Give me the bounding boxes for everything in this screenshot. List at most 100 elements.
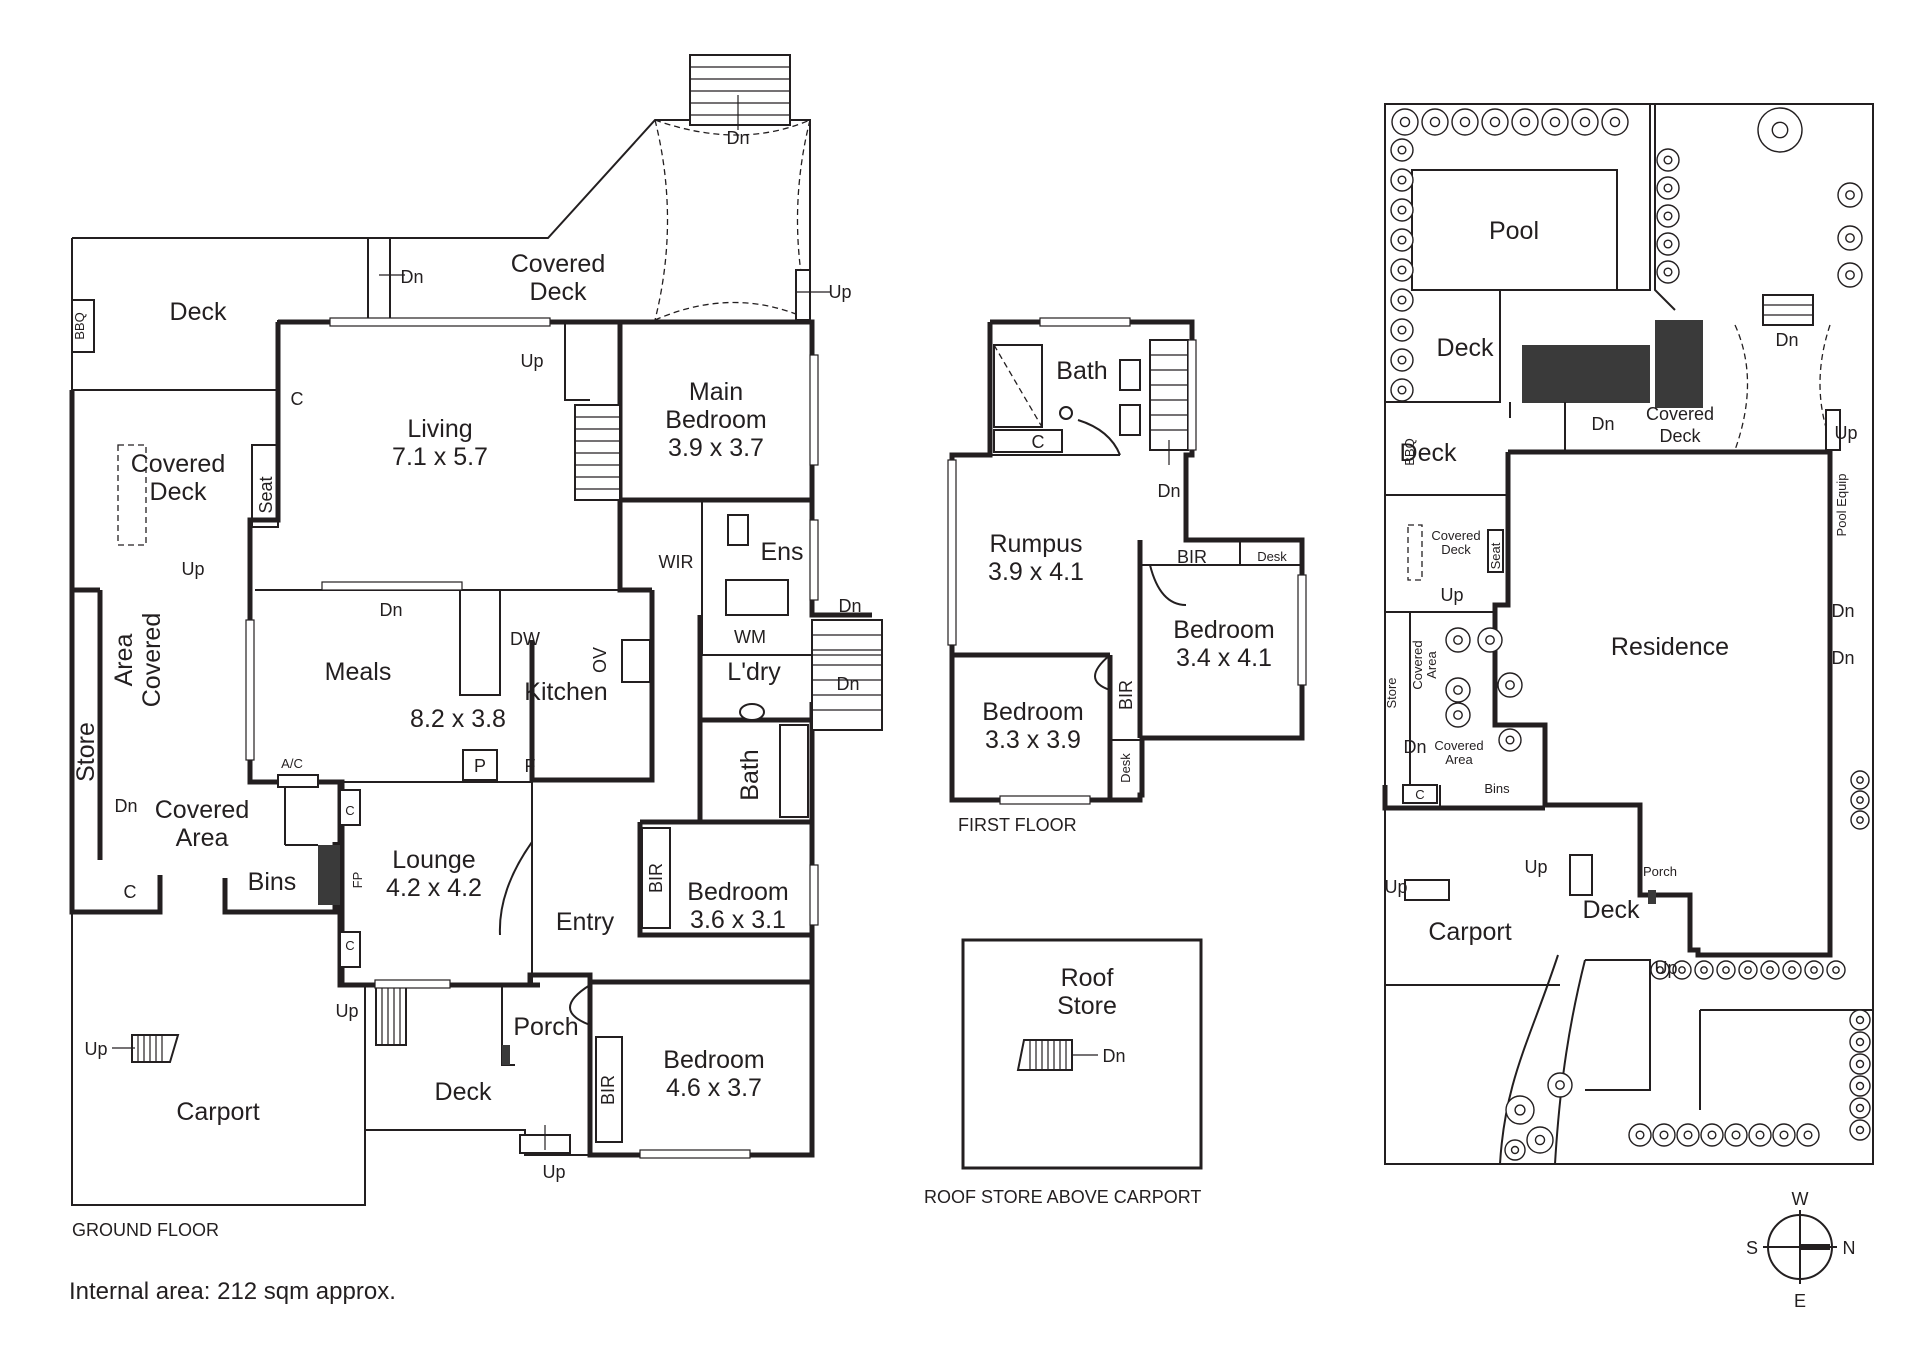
tree-icon-center [1707,1130,1717,1140]
site-covered-area-small-2-l2: Area [1445,752,1473,767]
tree-icon-center [1810,966,1818,974]
site-deck-3: Deck [1583,896,1640,924]
site-covered-area-small-l2: Area [1424,651,1439,679]
covered-deck-left-l2: Deck [150,478,207,506]
bins-label: Bins [248,868,297,896]
ff-desk-side-label: Desk [1118,753,1133,783]
tree-icon-center [1397,205,1407,215]
tree-icon-center [1855,1037,1865,1047]
svg-text:Deck: Deck [530,278,587,306]
bath-label: Bath [736,749,764,800]
dn-cov-area-label: Dn [114,796,137,816]
roof-store-dn: Dn [1102,1046,1125,1066]
tree-icon-center [1609,116,1621,128]
site-covered-deck-small-l1: Covered [1431,528,1480,543]
site-up-carport: Up [1384,877,1407,897]
tree-icon-center [1755,1130,1765,1140]
site-covered-area-small-l1: Covered [1410,640,1425,689]
tree-icon-center [1555,1080,1565,1090]
entry-label: Entry [556,908,615,936]
wm-label: WM [734,627,766,647]
site-up-right: Up [1834,423,1857,443]
laundry-label: L'dry [727,658,781,686]
site-seat: Seat [1488,542,1503,569]
site-dn-top: Dn [1775,330,1798,350]
tree-icon-center [1397,295,1407,305]
tree-icon-center [1514,1104,1526,1116]
up-bottom-label: Up [542,1162,565,1182]
tree-icon-center [1678,966,1686,974]
lounge-label: Lounge [392,846,475,874]
c-lounge-bottom-label: C [345,938,354,953]
roof-store-plan: Roof Store Dn ROOF STORE ABOVE CARPORT [924,938,1203,1207]
tree-icon-center [1803,1130,1813,1140]
tree-icon-center [1399,116,1411,128]
main-bedroom-l1: Main [689,378,743,406]
tree-icon-center [1485,635,1495,645]
ground-floor-labels: Deck BBQ Covered Deck Covered Deck Seat … [72,128,862,1240]
ground-floor-plan [69,54,883,1206]
compass-w: W [1792,1189,1809,1209]
tree-icon-center [1663,239,1673,249]
tree-icon-center [1845,270,1855,280]
meals-label: Meals [325,658,392,686]
tree-icon-center [1635,1130,1645,1140]
covered-area-left-l1: Covered [138,613,166,708]
covered-deck-top-l1: Covered [511,250,606,278]
compass-n: N [1843,1238,1856,1258]
bedroom-b-label: Bedroom [982,698,1083,726]
carport-label: Carport [176,1098,259,1126]
lounge-dims: 4.2 x 4.2 [386,874,482,902]
tree-icon-center [1744,966,1752,974]
ff-dn-label: Dn [1157,481,1180,501]
site-dn-r1: Dn [1831,601,1854,621]
up-living-label: Up [520,351,543,371]
covered-area-bottom-l2: Area [176,824,229,852]
tree-icon-center [1519,116,1531,128]
site-covered-deck-small-l2: Deck [1441,542,1471,557]
ff-c-label: C [1032,432,1045,452]
site-up-bottom: Up [1654,958,1677,978]
tree-icon-center [1505,680,1515,690]
bbq-label: BBQ [72,312,87,339]
tree-icon-center [1855,1015,1865,1025]
site-residence: Residence [1611,633,1729,661]
tree-icon-center [1549,116,1561,128]
up-deck-s-label: Up [335,1001,358,1021]
tree-icon-center [1510,1145,1520,1155]
tree-icon-center [1397,325,1407,335]
site-deck-2-label: Deck [1400,439,1457,467]
first-floor-plan [947,317,1307,805]
bedroom-b-dims: 3.3 x 3.9 [985,726,1081,754]
tree-icon-center [1505,735,1515,745]
site-pool-label: Pool [1489,217,1539,245]
tree-icon-center [1397,235,1407,245]
site-dn-deck: Dn [1591,414,1614,434]
c-living-label: C [291,389,304,409]
tree-icon-center [1856,776,1864,784]
ff-bir-side-label: BIR [1116,680,1136,710]
covered-deck-left-l1: Covered [131,450,226,478]
tree-icon-center [1845,190,1855,200]
tree-icon-center [1663,267,1673,277]
dn-ldry-1-label: Dn [838,596,861,616]
bedroom-2-label: Bedroom [663,1046,764,1074]
tree-icon-center [1397,265,1407,275]
tree-icon-center [1788,966,1796,974]
tree-icon-center [1656,966,1664,974]
covered-deck-top-l2: Deck [530,278,587,306]
ff-bir-top-label: BIR [1177,547,1207,567]
internal-area-text: Internal area: 212 sqm approx. [69,1278,396,1305]
site-dn-small: Dn [1403,737,1426,757]
fp-label: FP [350,872,365,889]
roof-store-l2: Store [1057,992,1117,1020]
tree-icon-center [1700,966,1708,974]
p-label: P [474,756,486,776]
bedroom-a-label: Bedroom [1173,616,1274,644]
bedroom-a-dims: 3.4 x 4.1 [1176,644,1272,672]
main-bedroom-dims: 3.9 x 3.7 [668,434,764,462]
site-dn-r2: Dn [1831,648,1854,668]
tree-icon-center [1397,355,1407,365]
site-bbq-label: BBQ [1402,438,1417,465]
dn-ldry-2-label: Dn [836,674,859,694]
